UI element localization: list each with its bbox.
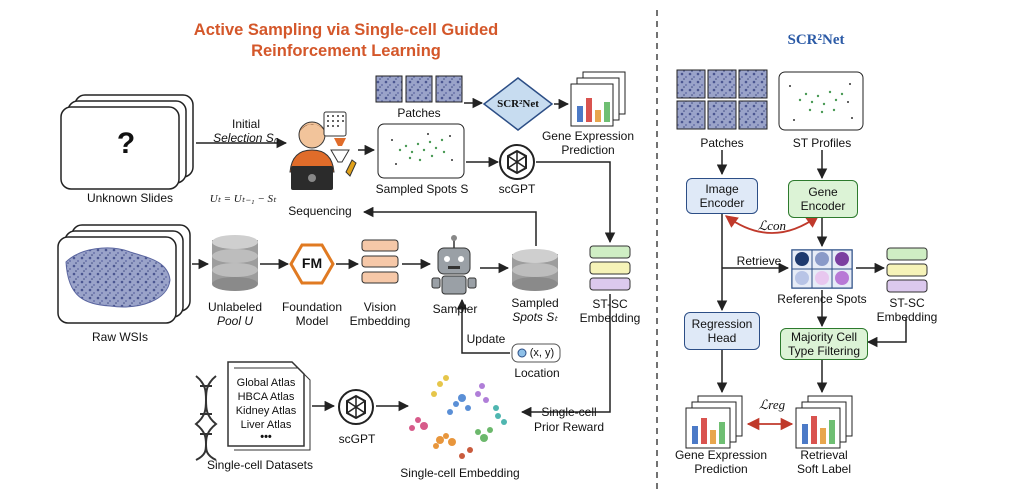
st-sc-embedding-right-label1: ST-SC xyxy=(889,296,925,310)
st-sc-embedding-right-label2: Embedding xyxy=(876,310,938,324)
update-label: Update xyxy=(466,332,506,346)
sampler-robot-icon xyxy=(431,235,477,295)
gene-encoder-label2: Encoder xyxy=(800,199,846,213)
contrastive-arrow xyxy=(724,215,820,234)
image-encoder-label2: Encoder xyxy=(699,196,745,210)
unlabeled-pool-cylinder xyxy=(212,235,258,291)
foundation-model-label1: Foundation xyxy=(281,300,343,314)
right-arrows xyxy=(716,150,907,394)
selection-s0-label: Selection S₀ xyxy=(213,131,279,145)
location-xy-label: (x, y) xyxy=(529,347,555,359)
l-con-label: ℒcon xyxy=(757,218,787,233)
atlas-liver: Liver Atlas xyxy=(240,419,292,431)
left-arrows xyxy=(192,97,616,418)
st-sc-embedding-stack-left xyxy=(589,245,631,291)
sampled-spots-box xyxy=(377,123,465,179)
raw-wsis-label: Raw WSIs xyxy=(91,330,148,344)
right-panel-title: SCR²Net xyxy=(787,32,845,48)
patches-top-label: Patches xyxy=(397,106,441,120)
gene-expression-right-label2: Prediction xyxy=(694,462,748,476)
unknown-slides-icon xyxy=(60,94,194,190)
right-patches-thumbnails xyxy=(676,69,768,130)
unlabeled-pool-label2: Pool U xyxy=(216,314,254,328)
st-sc-embedding-left-label1: ST-SC xyxy=(592,297,628,311)
majority-label2: Type Filtering xyxy=(787,344,861,358)
scgpt-top-icon xyxy=(499,144,535,180)
single-cell-embedding-cluster xyxy=(409,375,507,459)
regression-head-label1: Regression xyxy=(691,317,753,331)
gene-expression-top-label2: Prediction xyxy=(561,143,615,157)
unlabeled-pool-label1: Unlabeled xyxy=(207,300,263,314)
atlas-global: Global Atlas xyxy=(236,377,296,389)
sampler-label: Sampler xyxy=(432,302,478,316)
regression-head-box: Regression Head xyxy=(684,312,760,350)
reference-spots-label: Reference Spots xyxy=(777,292,867,306)
atlas-document-icon xyxy=(227,361,311,451)
scgpt-bottom-label: scGPT xyxy=(338,432,376,446)
gene-expression-prediction-right-icon xyxy=(685,395,743,449)
retrieval-soft-label-icon xyxy=(795,395,853,449)
vision-embedding-label2: Embedding xyxy=(349,314,411,328)
gene-encoder-box: Gene Encoder xyxy=(788,180,858,218)
foundation-model-label2: Model xyxy=(295,314,329,328)
regression-head-label2: Head xyxy=(707,331,737,345)
atlas-more: ••• xyxy=(260,431,272,443)
single-cell-prior-label2: Prior Reward xyxy=(533,420,605,434)
fm-label: FM xyxy=(301,255,323,271)
sequencing-person-icon xyxy=(289,111,357,190)
update-formula: Uₜ = Uₜ₋₁ − Sₜ xyxy=(209,193,277,205)
left-title-line2: Reinforcement Learning xyxy=(251,42,441,60)
reference-spots-grid xyxy=(791,249,853,289)
dna-icon xyxy=(194,375,218,461)
left-title-line1: Active Sampling via Single-cell Guided xyxy=(193,21,499,39)
atlas-kidney: Kidney Atlas xyxy=(235,405,297,417)
scr2net-diamond-label: SCR²Net xyxy=(497,98,539,110)
sequencing-label: Sequencing xyxy=(288,204,352,218)
sampled-spots-st-label2: Spots Sₜ xyxy=(512,310,558,324)
initial-label: Initial xyxy=(231,117,260,131)
vision-embedding-label1: Vision xyxy=(363,300,397,314)
image-encoder-box: Image Encoder xyxy=(686,178,758,214)
question-mark: ? xyxy=(116,127,136,160)
scgpt-bottom-icon xyxy=(338,389,374,425)
left-panel-title: Active Sampling via Single-cell Guided R… xyxy=(176,20,516,62)
vision-embedding-stack xyxy=(361,239,399,284)
scgpt-top-label: scGPT xyxy=(498,182,536,196)
fm-hexagon xyxy=(289,243,335,285)
l-reg-label: ℒreg xyxy=(758,397,786,412)
scr2net-diamond xyxy=(482,77,554,131)
st-sc-embedding-stack-right xyxy=(886,247,928,293)
majority-label1: Majority Cell xyxy=(790,330,857,344)
right-patches-label: Patches xyxy=(700,136,744,150)
raw-wsi-icon xyxy=(57,224,191,324)
single-cell-prior-label1: Single-cell xyxy=(541,405,597,419)
majority-cell-type-filtering-box: Majority Cell Type Filtering xyxy=(780,328,868,360)
gene-expression-right-label1: Gene Expression xyxy=(674,448,768,462)
image-encoder-label1: Image xyxy=(705,182,739,196)
gene-expression-top-label1: Gene Expression xyxy=(541,129,635,143)
gene-encoder-label1: Gene xyxy=(808,185,838,199)
patches-top-thumbnails xyxy=(375,75,463,103)
location-pill xyxy=(511,343,561,363)
sampled-spots-label: Sampled Spots S xyxy=(375,182,469,196)
retrieval-label2: Soft Label xyxy=(796,462,852,476)
st-profiles-box xyxy=(778,71,864,131)
st-sc-embedding-left-label2: Embedding xyxy=(579,311,641,325)
st-profiles-label: ST Profiles xyxy=(792,136,852,150)
sampled-spots-st-label1: Sampled xyxy=(511,296,559,310)
single-cell-datasets-label: Single-cell Datasets xyxy=(206,458,314,472)
location-label: Location xyxy=(514,366,560,380)
retrieval-label1: Retrieval xyxy=(800,448,848,462)
atlas-hbca: HBCA Atlas xyxy=(237,391,295,403)
location-dot xyxy=(517,348,527,358)
single-cell-embedding-label: Single-cell Embedding xyxy=(400,466,520,480)
retrieve-label: Retrieve xyxy=(736,254,782,268)
sampled-spots-cylinder xyxy=(512,249,558,291)
gene-expression-prediction-top-icon xyxy=(570,71,626,127)
unknown-slides-label: Unknown Slides xyxy=(86,191,174,205)
